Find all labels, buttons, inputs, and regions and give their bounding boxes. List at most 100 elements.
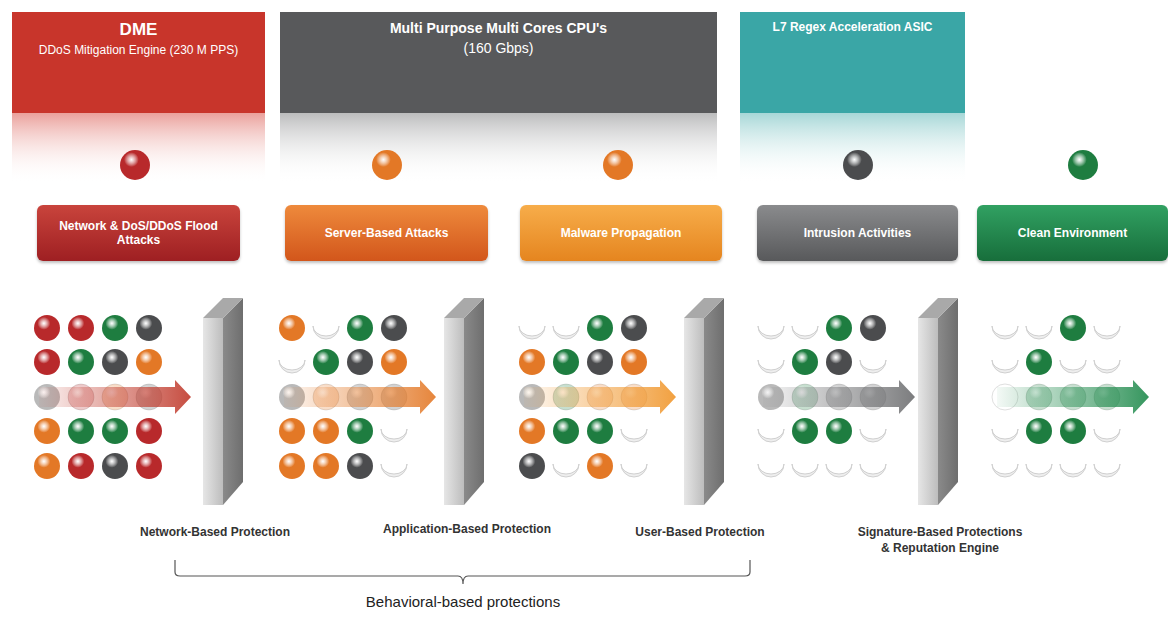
empty-slot [1060,360,1086,373]
packet-ball [1026,418,1052,444]
packet-ball [826,349,852,375]
empty-slot [860,360,886,373]
packet-ball [120,150,150,180]
packet-ball [34,349,60,375]
packet-ball [553,349,579,375]
protection-label: User-Based Protection [635,524,764,540]
packet-ball [1060,315,1086,341]
empty-slot [860,429,886,442]
empty-slot [992,429,1018,442]
engine-band: Multi Purpose Multi Cores CPU's (160 Gbps… [280,12,717,113]
threat-category: Malware Propagation [561,226,682,240]
firewall-wall [684,298,724,318]
empty-slot [992,464,1018,477]
packet-ball [136,349,162,375]
empty-slot [519,326,545,339]
threat-category: Server-Based Attacks [325,226,449,240]
category-box: Network & DoS/DDoS Flood Attacks [37,205,240,261]
protection-label: Signature-Based Protections & Reputation… [854,524,1026,556]
empty-slot [1094,326,1120,339]
empty-slot [1094,360,1120,373]
packet-ball [792,349,818,375]
packet-ball [860,315,886,341]
flow-arrow [524,380,676,414]
category-box: Server-Based Attacks [285,205,488,261]
empty-slot [553,464,579,477]
packet-ball [34,418,60,444]
empty-slot [621,464,647,477]
threat-category: Network & DoS/DDoS Flood Attacks [52,219,225,248]
packet-ball [279,315,305,341]
packet-ball [279,453,305,479]
packet-ball [34,453,60,479]
engine-title: L7 Regex Acceleration ASIC [773,20,933,34]
packet-ball [1068,150,1098,180]
packet-ball [347,453,373,479]
band-fade [740,113,965,183]
packet-ball [792,418,818,444]
firewall-wall [203,298,243,318]
packet-ball [381,315,407,341]
empty-slot [826,464,852,477]
empty-slot [792,464,818,477]
flow-arrow [284,380,436,414]
engine-title: Multi Purpose Multi Cores CPU's [390,20,607,37]
flow-arrow [39,380,191,414]
category-box: Malware Propagation [520,205,722,261]
protection-label: Application-Based Protection [383,521,551,537]
empty-slot [758,464,784,477]
packet-ball [136,315,162,341]
empty-slot [1026,326,1052,339]
flow-arrow [997,380,1149,414]
packet-ball [587,453,613,479]
packet-ball [68,349,94,375]
packet-ball [372,150,402,180]
packet-ball [621,315,647,341]
firewall-wall [464,298,484,505]
packet-ball [621,349,647,375]
category-box: Intrusion Activities [757,205,958,261]
packet-ball [1026,349,1052,375]
empty-slot [792,326,818,339]
packet-ball [826,418,852,444]
empty-slot [313,326,339,339]
firewall-wall [444,318,464,505]
packet-ball [553,418,579,444]
packet-ball [1060,418,1086,444]
empty-slot [621,429,647,442]
empty-slot [758,360,784,373]
packet-ball [34,315,60,341]
packet-ball [313,418,339,444]
threat-category: Intrusion Activities [804,226,912,240]
packet-ball [519,453,545,479]
packet-ball [587,315,613,341]
engine-subtitle: (160 Gbps) [463,40,533,57]
packet-ball [279,418,305,444]
firewall-wall [203,318,223,505]
firewall-wall [684,318,704,505]
empty-slot [758,429,784,442]
empty-slot [992,326,1018,339]
engine-title: DME [120,20,158,40]
firewall-wall [223,298,243,505]
firewall-wall [918,318,938,505]
packet-ball [68,453,94,479]
packet-ball [102,315,128,341]
band-fade [280,113,717,183]
bracket [175,560,750,584]
packet-ball [102,453,128,479]
empty-slot [758,326,784,339]
empty-slot [279,360,305,373]
packet-ball [68,315,94,341]
empty-slot [381,429,407,442]
packet-ball [587,349,613,375]
packet-ball [587,418,613,444]
category-box: Clean Environment [977,205,1168,261]
band-fade [12,113,265,183]
protection-label: Network-Based Protection [140,524,290,540]
packet-ball [102,418,128,444]
packet-ball [347,418,373,444]
packet-ball [381,349,407,375]
packet-ball [102,349,128,375]
packet-ball [68,418,94,444]
